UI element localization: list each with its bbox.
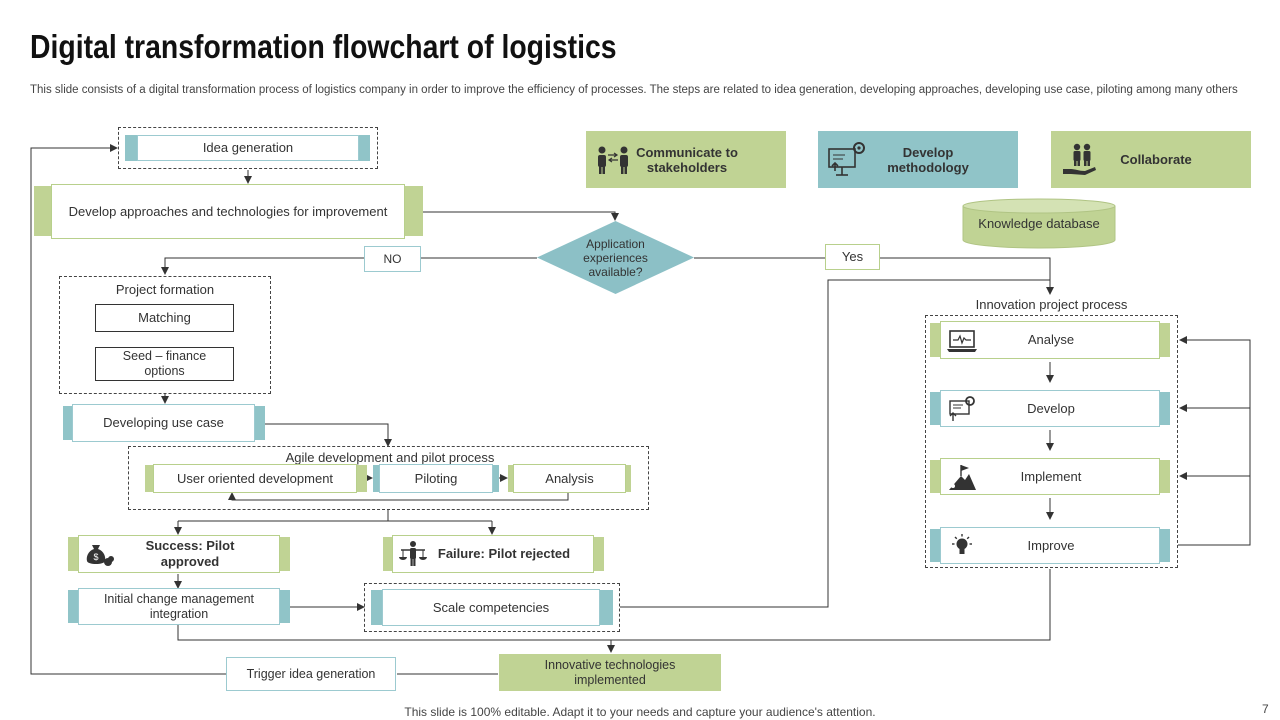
decision-label: Application experiences available? — [583, 237, 648, 279]
use-case-box: Developing use case — [72, 404, 255, 442]
page-title: Digital transformation flowchart of logi… — [30, 28, 617, 65]
success-box: $ Success: Pilot approved — [78, 535, 280, 573]
knowledge-database-label: Knowledge database — [978, 216, 1100, 231]
develop-step-box: Develop — [940, 390, 1160, 427]
laptop-pulse-icon — [945, 326, 979, 356]
innovation-frame — [925, 315, 1178, 568]
implement-box: Implement — [940, 458, 1160, 495]
scale-frame — [364, 583, 620, 632]
legend-develop-label: Develop methodology — [887, 144, 969, 175]
idea-generation-box: Idea generation — [137, 135, 359, 161]
legend-communicate: Communicate to stakeholders — [586, 131, 786, 188]
user-oriented-box: User oriented development — [153, 464, 357, 493]
develop-approaches-box: Develop approaches and technologies for … — [51, 184, 405, 239]
analyse-label: Analyse — [1027, 332, 1075, 347]
initial-change-box: Initial change management integration — [78, 588, 280, 625]
improve-label: Improve — [1027, 537, 1075, 553]
no-label: NO — [364, 246, 421, 272]
presentation-gear-icon — [826, 140, 868, 180]
analyse-box: Analyse — [940, 321, 1160, 359]
implement-label: Implement — [1020, 468, 1082, 484]
flag-mountain-icon — [945, 462, 979, 492]
knowledge-database: Knowledge database — [962, 198, 1116, 250]
decision-diamond: Application experiences available? — [536, 220, 695, 295]
footer-text: This slide is 100% editable. Adapt it to… — [404, 705, 876, 719]
failure-box: Failure: Pilot rejected — [392, 535, 594, 573]
improve-box: Improve — [940, 527, 1160, 564]
seed-finance-box: Seed – finance options — [95, 347, 234, 381]
failure-label: Failure: Pilot rejected — [437, 546, 571, 561]
yes-label: Yes — [825, 244, 880, 270]
develop-step-label: Develop — [1027, 400, 1075, 416]
legend-collaborate-label: Collaborate — [1120, 152, 1192, 167]
matching-box: Matching — [95, 304, 234, 332]
idea-generation-frame — [118, 127, 378, 169]
trigger-box: Trigger idea generation — [226, 657, 396, 691]
legend-develop: Develop methodology — [818, 131, 1018, 188]
page-subtitle: This slide consists of a digital transfo… — [30, 84, 1238, 96]
hand-people-icon — [1059, 140, 1101, 180]
innovative-box: Innovative technologies implemented — [499, 654, 721, 691]
page-number: 7 — [1262, 702, 1269, 716]
agile-frame — [128, 446, 649, 510]
lightbulb-icon — [945, 531, 979, 561]
legend-collaborate: Collaborate — [1051, 131, 1251, 188]
project-formation-frame — [59, 276, 271, 394]
person-scale-icon — [393, 539, 433, 569]
analysis-box: Analysis — [513, 464, 626, 493]
legend-communicate-label: Communicate to stakeholders — [636, 144, 738, 175]
success-label: Success: Pilot approved — [145, 538, 235, 569]
piloting-box: Piloting — [379, 464, 493, 493]
people-exchange-icon — [594, 140, 632, 180]
innovation-title: Innovation project process — [975, 297, 1128, 312]
svg-text:$: $ — [93, 552, 98, 562]
project-formation-title: Project formation — [115, 282, 215, 297]
board-gear-icon — [945, 394, 979, 424]
money-bag-icon: $ — [79, 539, 119, 569]
scale-box: Scale competencies — [382, 589, 600, 626]
agile-title: Agile development and pilot process — [260, 450, 520, 465]
